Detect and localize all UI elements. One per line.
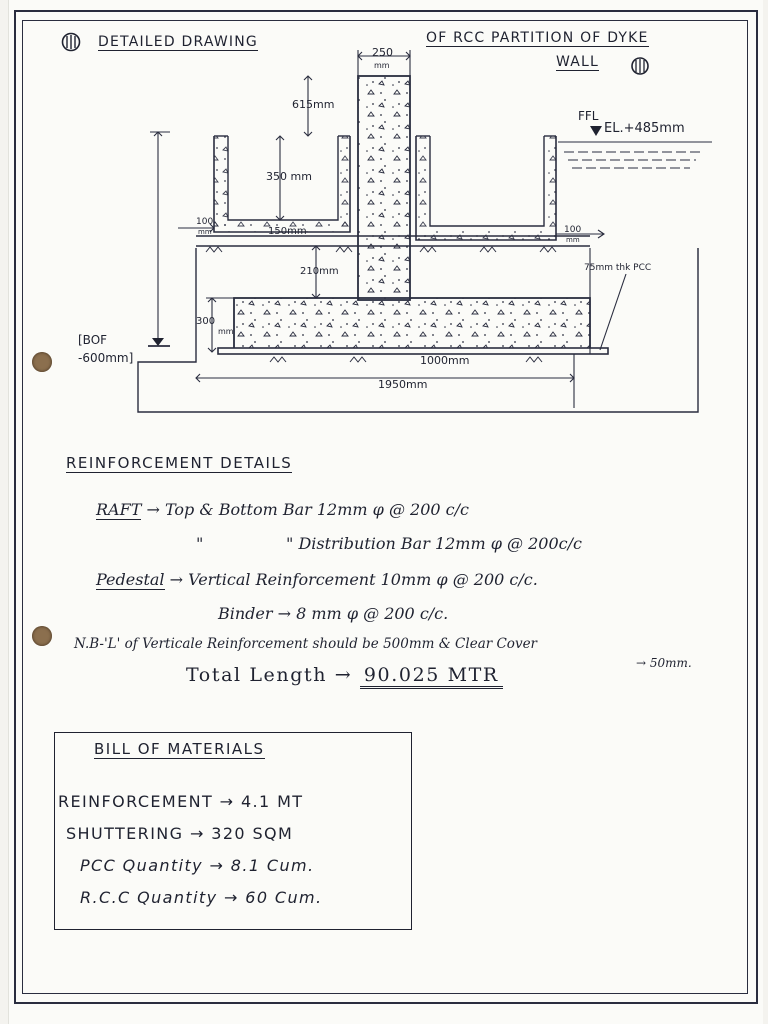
total-length-row: Total Length → 90.025 MTR [186, 664, 503, 689]
dim-100-left-unit: mm [198, 228, 212, 236]
title-right: OF RCC PARTITION OF DYKE [426, 30, 649, 47]
raft-line2: " Distribution Bar 12mm φ @ 200c/c [286, 534, 582, 553]
dim-210: 210mm [300, 266, 339, 277]
drawing-number-icon-2 [626, 56, 654, 80]
ffl-label: FFL [578, 109, 599, 123]
section-drawing: 250 mm 615mm 350 mm 150mm 100 mm 100 mm … [78, 46, 712, 413]
dim-350: 350 mm [266, 170, 312, 183]
title-left: DETAILED DRAWING [98, 34, 258, 51]
total-value: 90.025 MTR [359, 664, 503, 689]
excavation-outline [137, 248, 699, 413]
sheet-border-inner [22, 20, 748, 994]
bom-item-shuttering: SHUTTERING → 320 SQM [66, 824, 294, 843]
right-trench [415, 136, 557, 241]
pedestal-line1: Vertical Reinforcement 10mm φ @ 200 c/c. [188, 570, 538, 589]
ffl-elevation: EL.+485mm [604, 121, 685, 136]
pcc-note: 75mm thk PCC [584, 263, 651, 273]
dim-100-right-unit: mm [566, 236, 580, 244]
dim-615: 615mm [292, 98, 334, 111]
nb-line: N.B-'L' of Verticale Reinforcement shoul… [74, 636, 538, 652]
dim-100-left: 100 [196, 217, 213, 227]
punch-hole-top [32, 352, 52, 372]
dim-1950: 1950mm [378, 378, 427, 391]
dim-300: 300 [196, 316, 215, 327]
raft-row: RAFT → Top & Bottom Bar 12mm φ @ 200 c/c [96, 500, 469, 520]
dim-250: 250 [372, 46, 393, 59]
drawing-number-icon [56, 32, 86, 56]
punch-hole-bottom [32, 626, 52, 646]
sheet-border-outer [14, 10, 758, 1004]
raft-slab [233, 297, 591, 353]
bom-item-reinforcement: REINFORCEMENT → 4.1 MT [58, 792, 304, 811]
ditto-mark: " [196, 534, 204, 553]
bof-label-1: [BOF [78, 333, 107, 347]
dim-150: 150mm [268, 226, 307, 237]
bom-box [54, 732, 412, 930]
pedestal [357, 75, 411, 301]
arrow-icon: → [169, 570, 189, 589]
ffl-marker-icon [590, 126, 602, 136]
pedestal-label: Pedestal [96, 570, 165, 590]
reinforcement-heading: REINFORCEMENT DETAILS [66, 454, 293, 473]
pedestal-row: Pedestal → Vertical Reinforcement 10mm φ… [96, 570, 538, 590]
arrow-icon: → [146, 500, 165, 519]
ffl-water-lines [558, 141, 712, 169]
raft-label: RAFT [96, 500, 142, 520]
bom-heading: BILL OF MATERIALS [94, 740, 265, 759]
dim-1000: 1000mm [420, 354, 469, 367]
binder-line: Binder → 8 mm φ @ 200 c/c. [218, 604, 449, 623]
bom-item-pcc: PCC Quantity → 8.1 Cum. [80, 856, 315, 875]
pcc-layer [217, 347, 609, 355]
bom-item-rcc: R.C.C Quantity → 60 Cum. [80, 888, 323, 907]
dim-250-unit: mm [374, 61, 390, 70]
dim-300-unit: mm [218, 327, 234, 336]
bof-label-2: -600mm] [78, 351, 133, 365]
total-label: Total Length → [186, 664, 353, 686]
raft-line1: Top & Bottom Bar 12mm φ @ 200 c/c [164, 500, 469, 519]
nb-cover: → 50mm. [636, 656, 692, 670]
dim-100-right: 100 [564, 225, 581, 235]
title-right-line2: WALL [556, 54, 600, 71]
